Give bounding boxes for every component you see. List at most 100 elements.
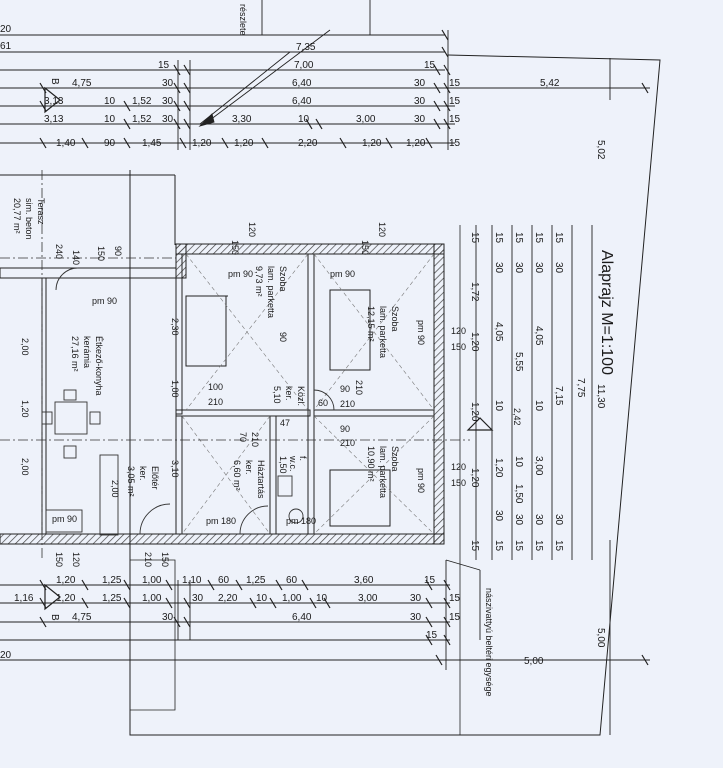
door-width: 47 [280,418,290,428]
top-dimension-ticks [39,29,649,149]
room-bedroom-1: Szoba lam. parketta 9,73 m² 90 [254,266,288,342]
room-finish: ker. [244,460,254,475]
dim-bottom: 1,00 [282,593,302,604]
dim-top: 1,52 [132,114,152,125]
top-dimension-text: 20 61 7,35 15 7,00 15 4,75 30 6,40 30 15… [0,4,560,149]
room-diagonals [181,253,435,535]
dim-top: 5,42 [540,78,560,89]
dim-right: 10 [513,456,524,468]
dim-top: 3,13 [44,114,64,125]
dim-right: 30 [553,514,564,526]
dim-value: 2,00 [20,338,30,356]
dim-site: 5,02 [595,140,606,160]
bottom-dimension-lines [0,559,650,670]
dim-top: 1,20 [362,138,382,149]
dim-top: 90 [104,138,116,149]
dim-bottom: 6,40 [292,612,312,623]
right-dimension-lines [475,58,611,735]
opening-height: 150 [54,552,64,567]
sill-label: pm 180 [206,516,236,526]
room-area: 20,77 m² [12,198,22,234]
dim-top: 1,20 [192,138,212,149]
note-heat-pump: nászivattyú beltéri egysége [484,588,494,697]
window-height: 150 [451,342,466,352]
room-name: Szoba [278,266,288,292]
window-width: 120 [451,326,466,336]
room-finish: lam. parketta [378,446,388,498]
dim-bottom: 1,25 [102,593,122,604]
opening-height: 150 [160,552,170,567]
room-bedroom-2: Szoba lam. parketta 12,15 m² 210 [354,306,400,395]
dim-left-61: 61 [0,41,12,52]
dim-right: 30 [513,262,524,274]
dim-bottom: 1,00 [142,575,162,586]
room-terrace: Terasz sim. beton 20,77 m² [12,198,46,240]
dim-bottom: 30 [192,593,204,604]
room-finish: sim. beton [24,198,34,240]
room-area: 6,60 m² [232,460,242,491]
dim-right: 15 [493,232,504,244]
dim-right: 3,00 [533,456,544,476]
sill-label: pm 90 [92,296,117,306]
dim-top: 3,30 [232,114,252,125]
sill-label: pm 180 [286,516,316,526]
sill-label: pm 90 [416,468,426,493]
opening-height: 210 [143,552,153,567]
opening-height: 120 [71,552,81,567]
dim-value: 2,00 [110,480,120,498]
dim-top: 30 [162,96,174,107]
dim-top: 3,00 [356,114,376,125]
dim-bottom: 4,75 [72,612,92,623]
dim-right: 1,72 [469,282,480,302]
opening-heights: 150 120 150 120 240 140 150 90 150 120 2… [54,222,466,567]
room-finish: ker. [138,466,148,481]
bottom-dimension-ticks [39,579,649,666]
room-door: 210 [354,380,364,395]
dim-bottom: 1,16 [14,593,34,604]
dim-right: 7,15 [553,386,564,406]
right-dimension-text: 15 1,72 1,20 1,20 1,20 15 15 30 4,05 10 … [469,140,606,648]
section-letter: B [49,614,60,621]
dim-top: 15 [449,78,461,89]
dim-right: 30 [553,262,564,274]
room-finish: lam. parketta [266,266,276,318]
opening-height: 140 [71,250,81,265]
dim-top: 10 [298,114,310,125]
dim-top: 7,00 [294,60,314,71]
door-height: 210 [250,432,260,447]
room-name: Étkező-konyha [94,336,104,396]
dim-right: 30 [493,510,504,522]
dim-bottom: 1,10 [182,575,202,586]
dim-bottom: 30 [162,612,174,623]
site-boundary [0,54,661,736]
section-letter: B [49,78,60,85]
opening-height: 150 [230,240,240,255]
dim-bottom: 5,00 [524,656,544,667]
room-name: Háztartás [256,460,266,499]
dim-right: 15 [553,232,564,244]
dim-right: 30 [493,262,504,274]
door-width: 90 [340,424,350,434]
dim-top: 15 [449,138,461,149]
dim-bottom: 15 [449,593,461,604]
room-area: 5,10 [272,386,282,404]
dim-bottom: 20 [0,650,12,661]
sill-label: pm 90 [416,320,426,345]
dim-top: 6,40 [292,78,312,89]
room-door: 90 [278,332,288,342]
dim-top: 30 [414,78,426,89]
dim-value: 1,00 [170,380,180,398]
dim-right: 1,20 [469,332,480,352]
dim-bottom: 3,00 [358,593,378,604]
room-finish: ker. [284,386,294,401]
room-area: 12,15 m² [366,306,376,342]
dim-top: 15 [449,114,461,125]
dim-right: 4,05 [533,326,544,346]
interior-walls [41,253,435,535]
dim-top: 1,20 [406,138,426,149]
dim-right: 30 [533,514,544,526]
dim-right: 30 [533,262,544,274]
top-dimension-lines [0,0,650,150]
door-width: 90 [340,384,350,394]
dim-right: 1,50 [513,484,524,504]
